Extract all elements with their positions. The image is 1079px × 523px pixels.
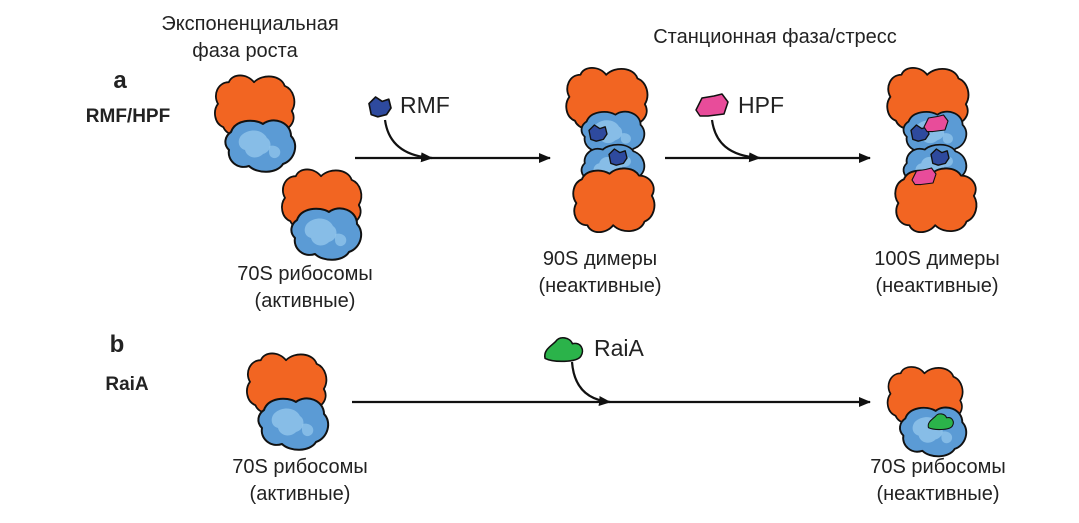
exponential-phase-label-line1: Экспоненциальная xyxy=(161,13,338,35)
panel-a-state3-line1: 100S димеры xyxy=(874,248,999,270)
ribosome-70s-upper xyxy=(214,74,297,173)
panel-a-state1-line1: 70S рибосомы xyxy=(237,263,373,285)
panel-a-name: RMF/HPF xyxy=(86,106,170,127)
panel-b-state1-line1: 70S рибосомы xyxy=(232,456,368,478)
dimer-90s xyxy=(565,66,656,234)
panel-b-state1-line2: (активные) xyxy=(250,483,351,505)
panel-a-letter: a xyxy=(113,67,127,94)
ribosome-70s-b-active xyxy=(246,352,330,451)
dimer-100s xyxy=(886,66,978,234)
panel-a-state3-line2: (неактивные) xyxy=(875,275,998,297)
ribosome-70s-lower xyxy=(281,168,363,261)
panel-b-state2-line1: 70S рибосомы xyxy=(870,456,1006,478)
raia-protein-icon xyxy=(543,337,584,363)
rmf-protein-icon xyxy=(368,96,392,118)
panel-b-state2-line2: (неактивные) xyxy=(876,483,999,505)
rmf-label: RMF xyxy=(400,92,450,118)
panel-a-state2-line2: (неактивные) xyxy=(538,275,661,297)
panel-b-name: RaiA xyxy=(105,374,149,395)
panel-a-state2-line1: 90S димеры xyxy=(543,248,657,270)
raia-binding-arrow xyxy=(570,361,611,406)
rmf-binding-arrow xyxy=(383,119,433,163)
panel-a-state1-line2: (активные) xyxy=(255,290,356,312)
hpf-label: HPF xyxy=(738,92,784,118)
stationary-phase-label: Станционная фаза/стресс xyxy=(653,26,897,48)
hpf-binding-arrow xyxy=(710,119,761,163)
hpf-protein-icon xyxy=(695,93,729,117)
panel-b-letter: b xyxy=(110,331,125,358)
raia-label: RaiA xyxy=(594,335,645,361)
exponential-phase-label-line2: фаза роста xyxy=(192,40,298,62)
ribosome-70s-b-inactive xyxy=(886,366,968,458)
